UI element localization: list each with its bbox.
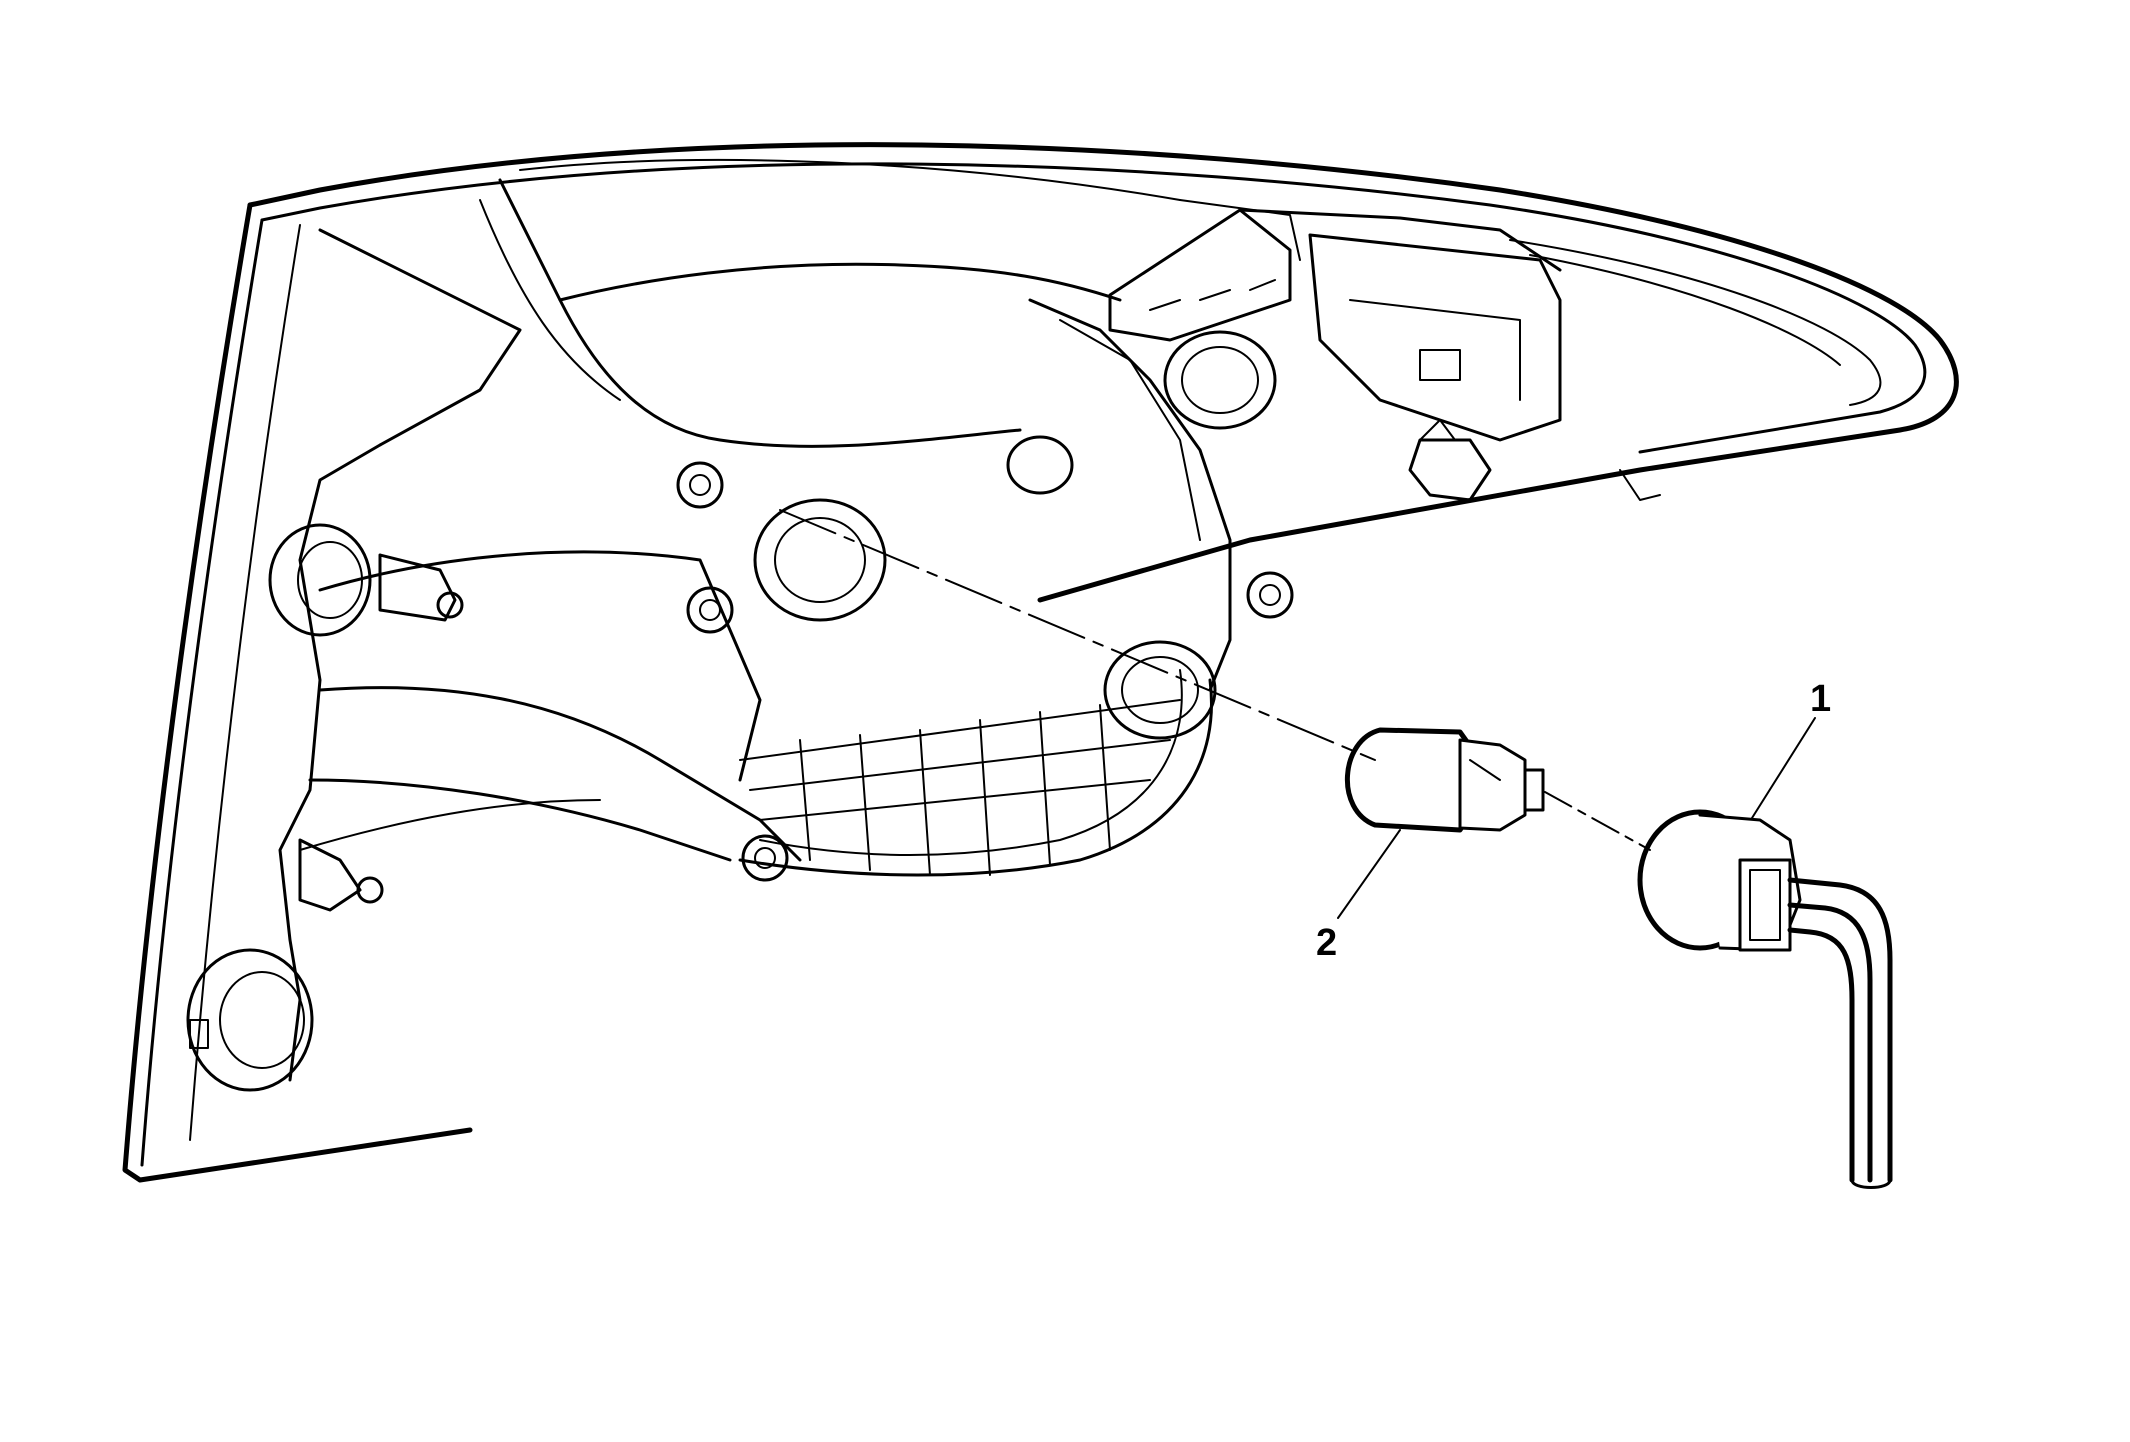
socket-and-pigtail: [1637, 809, 1893, 1189]
bulb: [1344, 727, 1545, 833]
lamp-housing-back-plate: [278, 159, 1301, 1082]
leader-line-1: [1751, 717, 1816, 819]
callout-label-1: 1: [1810, 678, 1832, 720]
assembly-centerline: [779, 509, 1651, 851]
upper-bracket: [1108, 208, 1562, 502]
leader-line-2: [1337, 829, 1401, 919]
side-sockets: [186, 523, 464, 1092]
mounting-studs: [676, 435, 1294, 882]
callout-label-2: 2: [1316, 922, 1338, 964]
lamp-housing-outer: [122, 142, 1959, 1183]
leader-lines: [1337, 717, 1816, 919]
